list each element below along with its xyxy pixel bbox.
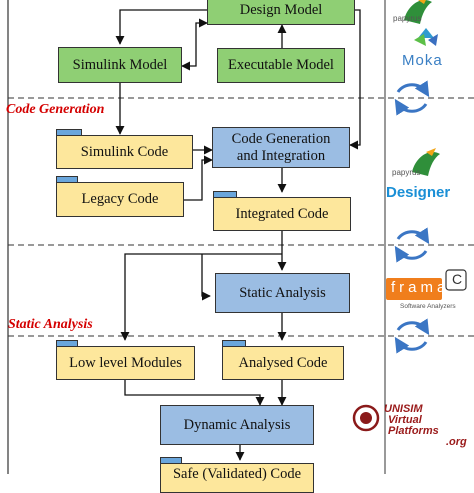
cycle-icon: [394, 227, 430, 263]
frama-c-logo-icon: [386, 269, 467, 300]
unisim-text-3: Platforms: [388, 425, 439, 437]
unisim-text-2: Virtual: [388, 414, 422, 426]
integrated-code-box: Integrated Code: [213, 197, 351, 231]
analysed-code-box: Analysed Code: [222, 346, 344, 380]
frama-text: frama: [391, 279, 450, 296]
frama-c-letter: C: [452, 271, 463, 287]
moka-text: Moka: [402, 52, 443, 69]
executable-model-label: Executable Model: [228, 57, 334, 74]
simulink-code-label: Simulink Code: [80, 143, 169, 160]
static-analysis-box: Static Analysis: [215, 273, 350, 313]
diagram-canvas: [7, 0, 474, 474]
designer-text: Designer: [386, 184, 451, 201]
unisim-text-1: UNISIM: [384, 403, 423, 415]
arrow-design-to-simulink: [115, 9, 207, 45]
code-generation-box: Code Generation and Integration: [212, 127, 350, 168]
phase-label-static-analysis: Static Analysis: [8, 317, 93, 332]
arrow-side-static: [201, 254, 211, 301]
arrow-design-to-codegen: [349, 9, 361, 150]
papyrus-top-text: papyrus: [393, 14, 422, 23]
dynamic-analysis-label: Dynamic Analysis: [183, 416, 291, 433]
cycle-icon: [394, 318, 430, 354]
arrow-simulink-to-design: [181, 18, 208, 71]
simulink-model-box: Simulink Model: [58, 47, 182, 83]
code-generation-line1: Code Generation: [231, 130, 331, 147]
simulink-code-box: Simulink Code: [56, 135, 193, 169]
legacy-code-label: Legacy Code: [81, 191, 159, 208]
safe-code-label: Safe (Validated) Code: [172, 466, 302, 482]
dynamic-analysis-box: Dynamic Analysis: [160, 405, 314, 445]
unisim-text-4: .org: [446, 436, 467, 448]
low-level-modules-label: Low level Modules: [69, 354, 182, 371]
arrow-legacy-to-codegen: [184, 155, 213, 201]
code-generation-line2: and Integration: [236, 147, 326, 164]
analysed-code-label: Analysed Code: [238, 354, 328, 371]
unisim-logo-icon: [352, 404, 380, 432]
phase-label-code-generation: Code Generation: [6, 102, 105, 117]
legacy-code-box: Legacy Code: [56, 182, 184, 217]
moka-logo-icon: [414, 28, 438, 46]
papyrus-designer-small-text: papyrus: [392, 168, 421, 177]
frama-c-caption: Software Analyzers: [400, 303, 456, 310]
integrated-code-label: Integrated Code: [235, 205, 329, 222]
simulink-model-label: Simulink Model: [72, 56, 168, 73]
executable-model-box: Executable Model: [217, 48, 345, 83]
low-level-modules-box: Low level Modules: [56, 346, 195, 380]
arrow-low-level-to-dynamic: [124, 380, 265, 406]
papyrus-logo-icon: [404, 0, 432, 24]
arrow-branch-to-low-level: [120, 253, 282, 341]
design-model-label: Design Model: [239, 2, 323, 19]
papyrus-designer-logo-icon: [412, 148, 440, 176]
safe-code-box: Safe (Validated) Code: [160, 463, 314, 493]
cycle-icon: [394, 80, 430, 116]
design-model-box: Design Model: [207, 0, 355, 25]
static-analysis-label: Static Analysis: [239, 284, 326, 301]
